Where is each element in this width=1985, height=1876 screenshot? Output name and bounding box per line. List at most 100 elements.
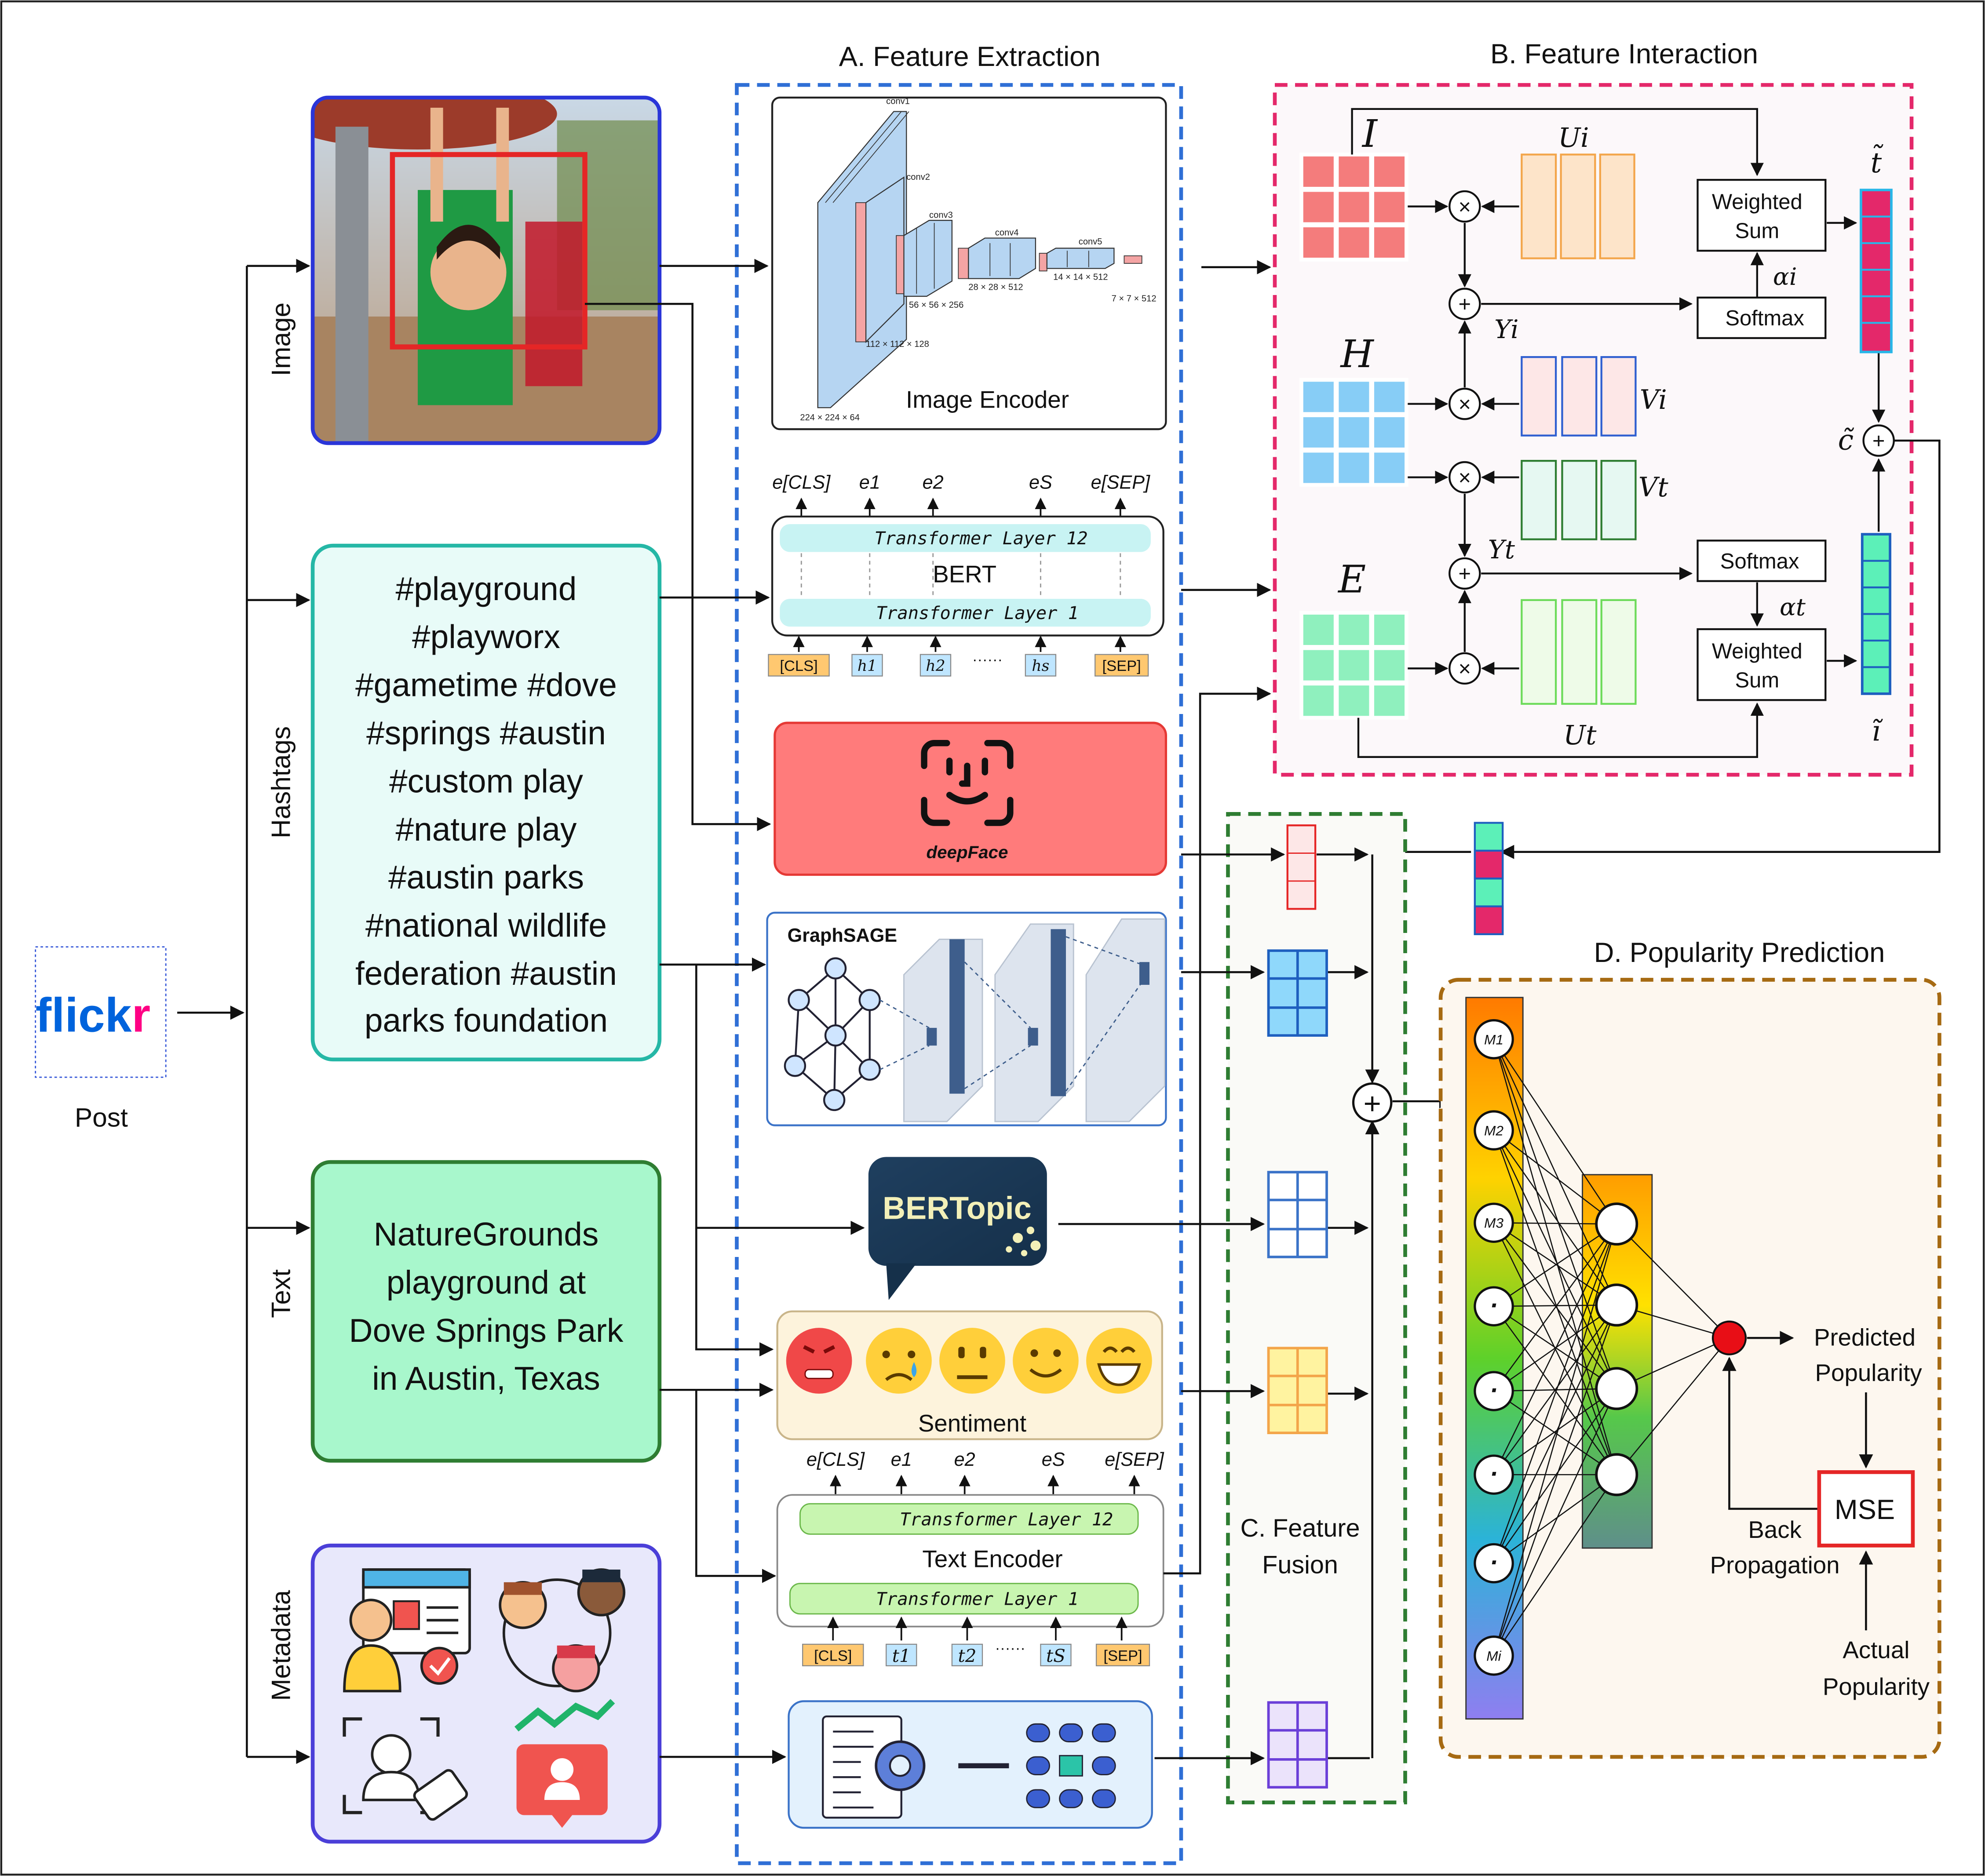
- image-encoder-box: conv1 conv2 conv3 conv4 conv5 224 × 224 …: [771, 96, 1167, 430]
- input-node-label: M3: [1484, 1215, 1503, 1231]
- text-encoder-layer-bottom: Transformer Layer 1: [876, 1589, 1079, 1610]
- symbol-E: E: [1337, 558, 1366, 602]
- post-block: flickr Post: [35, 946, 167, 1132]
- add-op: +: [1872, 429, 1885, 453]
- hashtag-line: #austin parks: [388, 859, 584, 896]
- section-d-title: D. Popularity Prediction: [1594, 937, 1885, 968]
- hashtag-line: #playworx: [412, 618, 560, 655]
- bert-input-token: h1: [857, 657, 877, 675]
- text-encoder-input-token: ······: [995, 1640, 1025, 1657]
- input-node-label: ·: [1489, 1460, 1498, 1488]
- bert-layer-bottom: Transformer Layer 1: [876, 603, 1079, 623]
- hashtag-line: parks foundation: [365, 1002, 608, 1039]
- text-encoder-output-label: e1: [891, 1449, 912, 1470]
- hashtag-line: #national wildlife: [365, 907, 607, 944]
- text-encoder-input-token: t2: [958, 1646, 977, 1666]
- multiply-op: ×: [1459, 466, 1471, 490]
- extractor-to-fusion-arrows: [1058, 847, 1454, 1766]
- bertopic-block: BERTopic: [868, 1157, 1047, 1300]
- matrix-Ut: Ut: [1521, 599, 1637, 751]
- fusion-add-op: [1352, 1082, 1393, 1123]
- input-trunk: [177, 259, 310, 1764]
- vgg-label: 224 × 224 × 64: [800, 413, 860, 423]
- vgg-label: 56 × 56 × 256: [909, 300, 963, 310]
- softmax-bottom-box: Softmax: [1697, 539, 1827, 582]
- symbol-Yi: Yi: [1494, 315, 1518, 344]
- face-feature-vector: [1286, 824, 1317, 910]
- symbol-Ui: Ui: [1558, 123, 1589, 153]
- graphsage-block: GraphSAGE: [766, 911, 1167, 1126]
- matrix-Vt: Vt: [1521, 460, 1668, 540]
- interaction-arrows: [1351, 108, 1886, 758]
- flickr-logo-text: flickr: [36, 989, 150, 1042]
- softmax-label: Softmax: [1725, 306, 1804, 330]
- symbol-c-tilde: c̃: [1838, 423, 1854, 456]
- back-propagation-label: Propagation: [1710, 1552, 1840, 1579]
- document-gear-icon: [822, 1715, 926, 1819]
- bert-output-label: e[CLS]: [772, 472, 831, 493]
- vgg-label: conv2: [906, 172, 930, 182]
- symbol-Ut: Ut: [1563, 720, 1597, 751]
- vgg-label: 7 × 7 × 512: [1112, 294, 1157, 303]
- bert-output-label: e2: [923, 472, 944, 493]
- metadata-feature-grid: [1267, 1701, 1328, 1789]
- hidden-nodes: [1595, 1202, 1638, 1497]
- multiply-op: ×: [1459, 393, 1471, 416]
- hashtag-line: federation #austin: [355, 955, 617, 992]
- metadata-input-panel: [310, 1544, 662, 1844]
- trending-profile-icon: [514, 1699, 615, 1828]
- text-encoder-output-label: e2: [954, 1449, 975, 1470]
- flickr-logo-frame: [35, 946, 167, 1078]
- add-op: +: [1459, 292, 1471, 316]
- vector-t-tilde: t̃: [1859, 144, 1893, 353]
- profile-card-icon: [343, 1568, 471, 1693]
- text-encoder-block: e[CLS] e1 e2 eS e[SEP] Transformer Layer…: [776, 1449, 1164, 1666]
- fusion-add-symbol: +: [1363, 1086, 1381, 1121]
- fused-vector-arrow: [1500, 439, 1941, 859]
- bert-input-token: h2: [926, 657, 945, 675]
- operator-circles: [1449, 190, 1895, 685]
- text-line: NatureGrounds: [374, 1216, 599, 1253]
- extractor-to-interaction-arrows: [1163, 260, 1271, 1574]
- bert-block: e[CLS] e1 e2 eS e[SEP] Transformer Layer…: [768, 472, 1164, 677]
- sentiment-block: Sentiment: [776, 1310, 1163, 1440]
- nn-connections: [1493, 1039, 1730, 1656]
- fusion-vectors: [1267, 824, 1328, 1789]
- prediction-arrows: [1722, 1331, 1873, 1631]
- hashtags-input-panel: #playground #playworx #gametime #dove #s…: [310, 543, 662, 1062]
- bert-input-token: [CLS]: [780, 658, 817, 674]
- bert-layer-top: Transformer Layer 12: [874, 528, 1087, 549]
- symbol-H: H: [1339, 332, 1374, 376]
- weighted-sum-label: Weighted: [1712, 639, 1803, 663]
- bert-output-label: eS: [1029, 472, 1052, 493]
- id-scan-icon: [343, 1717, 468, 1821]
- weighted-sum-label: Sum: [1735, 219, 1779, 243]
- bertopic-dots-icon: [1006, 1226, 1041, 1257]
- image-panel-border: [310, 95, 662, 445]
- section-a-title: A. Feature Extraction: [839, 41, 1101, 72]
- topic-feature-grid: [1267, 1171, 1328, 1258]
- matrix-Vi: Vi: [1521, 356, 1667, 437]
- input-node-label: ·: [1489, 1548, 1498, 1577]
- bertopic-label: BERTopic: [883, 1191, 1032, 1226]
- actual-popularity-label: Popularity: [1823, 1673, 1930, 1700]
- vgg-label: conv5: [1079, 237, 1102, 247]
- text-encoder-input-token: [SEP]: [1103, 1647, 1142, 1664]
- bert-output-label: e[SEP]: [1091, 472, 1150, 493]
- grin-emoji-icon: [1086, 1328, 1152, 1394]
- sentiment-label: Sentiment: [918, 1410, 1026, 1437]
- face-scan-icon: [921, 739, 1014, 826]
- angry-emoji-icon: [786, 1328, 852, 1394]
- text-encoder-input-token: tS: [1046, 1646, 1065, 1666]
- graphsage-label: GraphSAGE: [788, 925, 897, 946]
- smile-emoji-icon: [1013, 1328, 1079, 1394]
- bert-label: BERT: [933, 561, 996, 588]
- vgg-blocks: [817, 111, 1142, 408]
- matrix-I: I: [1299, 112, 1408, 262]
- weighted-sum-top-box: Weighted Sum: [1697, 178, 1827, 252]
- hashtag-line: #nature play: [396, 811, 577, 848]
- text-side-label: Text: [266, 1269, 296, 1318]
- crying-emoji-icon: [866, 1328, 932, 1394]
- section-c-title: Fusion: [1262, 1551, 1338, 1579]
